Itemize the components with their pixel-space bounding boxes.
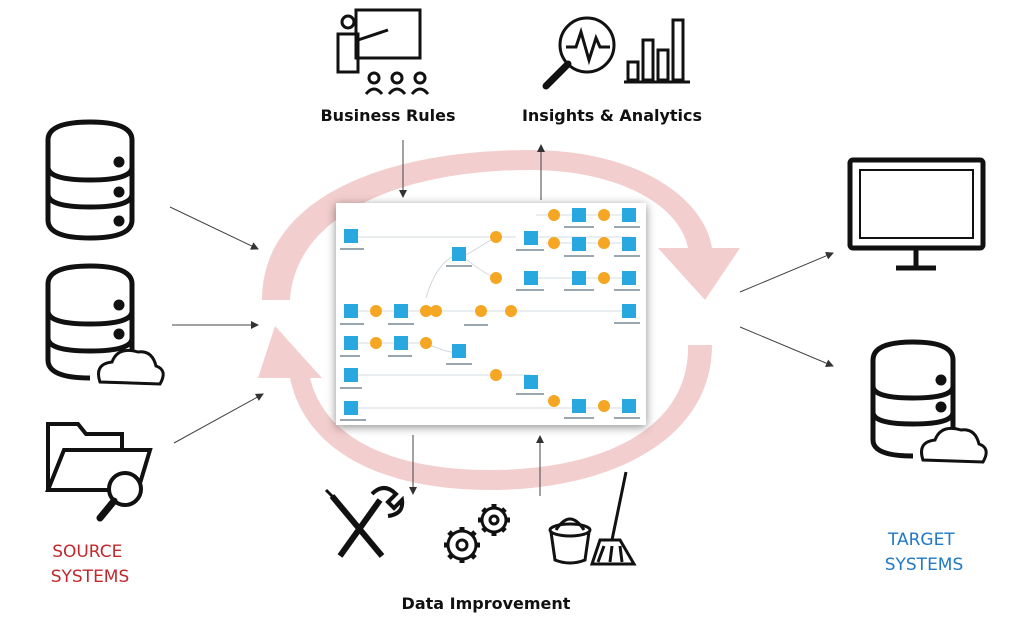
insights-analytics-label: Insights & Analytics (522, 106, 702, 125)
presentation-icon (336, 8, 430, 95)
business-rules-label: Business Rules (320, 106, 455, 125)
workflow-operator (370, 209, 610, 412)
connector-arrows (169, 140, 834, 496)
workflow-screenshot (336, 203, 646, 425)
analytics-icon (542, 16, 690, 90)
target-label: TARGET SYSTEMS (885, 530, 964, 575)
cycle-arrows (258, 150, 740, 490)
target-monitor-icon (847, 157, 986, 271)
cycle-arrow-top (262, 150, 740, 300)
gears-icon (444, 504, 510, 563)
source-label: SOURCE SYSTEMS (51, 542, 130, 587)
workflow-graph (340, 208, 640, 421)
source-cloud-database-icon (45, 263, 165, 386)
source-folder-search-icon (45, 422, 153, 522)
tools-icon (324, 486, 405, 558)
data-improvement-label: Data Improvement (402, 594, 571, 613)
cycle-arrow-bottom (258, 326, 712, 490)
cleaning-icon (548, 471, 637, 566)
source-database-icon (45, 119, 135, 241)
workflow-node (344, 208, 636, 415)
target-cloud-database-icon (870, 339, 988, 464)
